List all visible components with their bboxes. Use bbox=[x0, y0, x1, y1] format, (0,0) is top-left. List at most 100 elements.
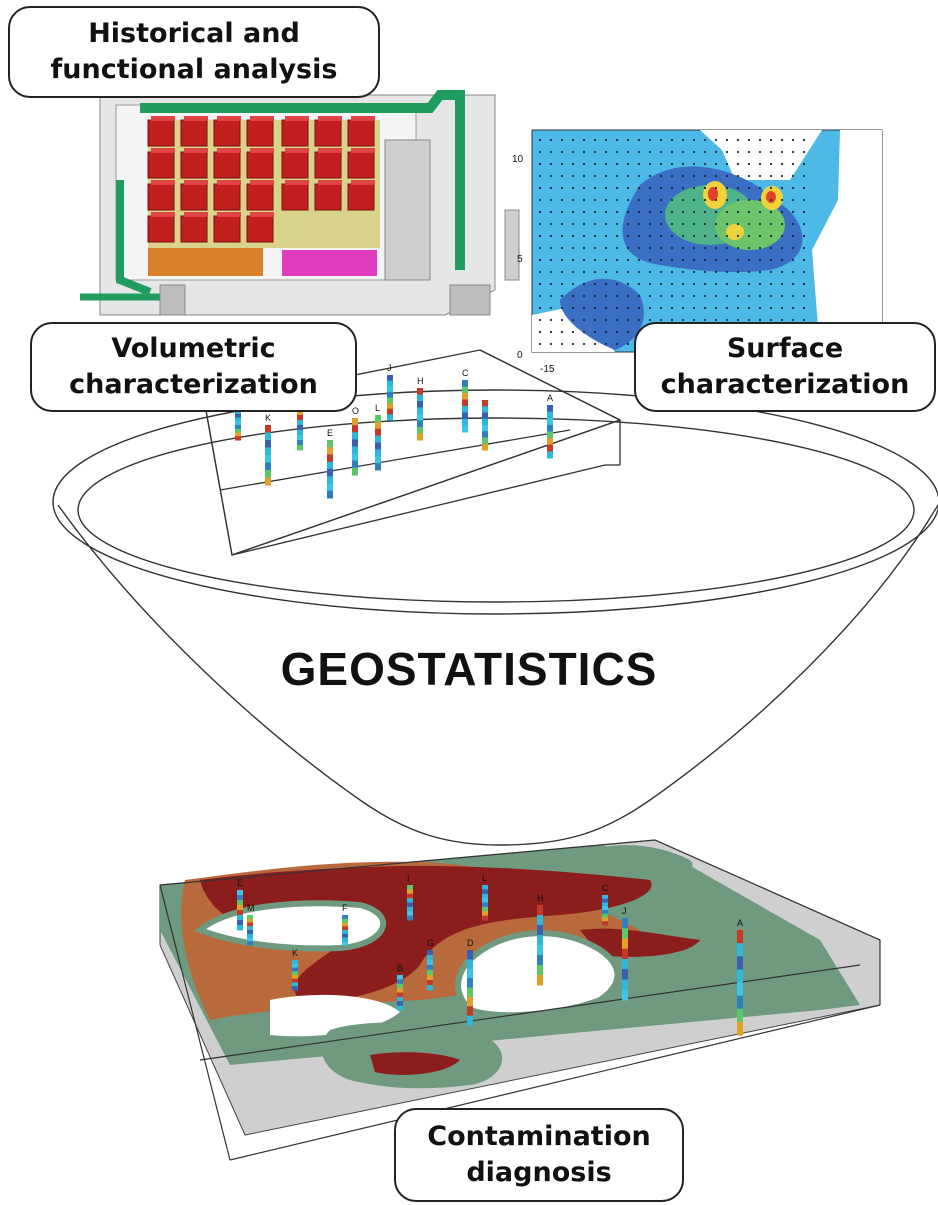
measurement-dot bbox=[648, 174, 652, 178]
measurement-dot bbox=[615, 246, 619, 250]
container-block bbox=[246, 119, 274, 147]
measurement-dot bbox=[538, 234, 542, 238]
measurement-dot bbox=[670, 246, 674, 250]
measurement-dot bbox=[637, 318, 641, 322]
measurement-dot bbox=[549, 234, 553, 238]
measurement-dot bbox=[549, 318, 553, 322]
borehole-segment bbox=[462, 412, 468, 420]
measurement-dot bbox=[670, 294, 674, 298]
measurement-dot bbox=[769, 186, 773, 190]
borehole-segment bbox=[237, 910, 243, 916]
borehole-segment bbox=[537, 955, 543, 966]
measurement-dot bbox=[714, 174, 718, 178]
measurement-dot bbox=[681, 210, 685, 214]
funnel-rim-inner bbox=[77, 417, 915, 603]
measurement-dot bbox=[692, 174, 696, 178]
measurement-dot bbox=[747, 198, 751, 202]
borehole-segment bbox=[482, 915, 488, 921]
measurement-dot bbox=[769, 306, 773, 310]
measurement-dot bbox=[626, 186, 630, 190]
measurement-dot bbox=[681, 234, 685, 238]
measurement-dot bbox=[615, 150, 619, 154]
measurement-dot bbox=[802, 186, 806, 190]
measurement-dot bbox=[582, 234, 586, 238]
borehole-segment bbox=[247, 926, 253, 931]
borehole-segment bbox=[327, 447, 333, 455]
measurement-dot bbox=[736, 210, 740, 214]
container-block bbox=[314, 183, 342, 211]
measurement-dot bbox=[626, 282, 630, 286]
measurement-dot bbox=[626, 174, 630, 178]
borehole-segment bbox=[537, 965, 543, 976]
measurement-dot bbox=[747, 258, 751, 262]
container-block bbox=[347, 183, 375, 211]
borehole-segment bbox=[265, 440, 271, 448]
measurement-dot bbox=[648, 162, 652, 166]
measurement-dot bbox=[780, 198, 784, 202]
measurement-dot bbox=[802, 138, 806, 142]
measurement-dot bbox=[692, 234, 696, 238]
borehole-segment bbox=[297, 445, 303, 451]
borehole-segment bbox=[417, 388, 423, 395]
measurement-dot bbox=[538, 150, 542, 154]
measurement-dot bbox=[604, 234, 608, 238]
measurement-dot bbox=[802, 318, 806, 322]
borehole-segment bbox=[427, 970, 433, 976]
measurement-dot bbox=[703, 138, 707, 142]
measurement-dot bbox=[780, 162, 784, 166]
borehole-segment bbox=[292, 975, 298, 980]
borehole: J bbox=[622, 906, 628, 1001]
measurement-dot bbox=[593, 246, 597, 250]
measurement-dot bbox=[703, 294, 707, 298]
measurement-dot bbox=[758, 198, 762, 202]
borehole: C bbox=[462, 368, 469, 433]
borehole-segment bbox=[375, 415, 381, 423]
measurement-dot bbox=[604, 210, 608, 214]
measurement-dot bbox=[670, 234, 674, 238]
borehole-segment bbox=[265, 470, 271, 478]
measurement-dot bbox=[780, 258, 784, 262]
measurement-dot bbox=[758, 318, 762, 322]
measurement-dot bbox=[681, 174, 685, 178]
borehole-segment bbox=[342, 926, 348, 931]
measurement-dot bbox=[791, 186, 795, 190]
measurement-dot bbox=[582, 318, 586, 322]
measurement-dot bbox=[626, 258, 630, 262]
measurement-dot bbox=[725, 138, 729, 142]
measurement-dot bbox=[791, 210, 795, 214]
borehole-segment bbox=[407, 915, 413, 921]
measurement-dot bbox=[747, 162, 751, 166]
measurement-dot bbox=[802, 270, 806, 274]
borehole: L bbox=[482, 873, 488, 921]
borehole-segment bbox=[407, 898, 413, 903]
container-block bbox=[314, 151, 342, 179]
measurement-dot bbox=[747, 294, 751, 298]
borehole: K bbox=[265, 413, 271, 486]
borehole-segment bbox=[237, 900, 243, 906]
borehole-segment bbox=[737, 969, 743, 983]
borehole-segment bbox=[352, 418, 358, 426]
measurement-dot bbox=[714, 198, 718, 202]
measurement-dot bbox=[637, 282, 641, 286]
measurement-dot bbox=[648, 306, 652, 310]
borehole-segment bbox=[397, 992, 403, 998]
measurement-dot bbox=[692, 210, 696, 214]
measurement-dot bbox=[681, 318, 685, 322]
borehole-segment bbox=[247, 915, 253, 920]
measurement-dot bbox=[736, 306, 740, 310]
borehole-segment bbox=[375, 449, 381, 457]
measurement-dot bbox=[582, 330, 586, 334]
borehole-segment bbox=[352, 453, 358, 462]
measurement-dot bbox=[571, 330, 575, 334]
borehole-segment bbox=[417, 394, 423, 402]
measurement-dot bbox=[593, 210, 597, 214]
borehole-segment bbox=[407, 906, 413, 912]
measurement-dot bbox=[758, 186, 762, 190]
measurement-dot bbox=[648, 258, 652, 262]
measurement-dot bbox=[571, 150, 575, 154]
measurement-dot bbox=[791, 258, 795, 262]
container-top bbox=[217, 180, 241, 185]
measurement-dot bbox=[626, 150, 630, 154]
measurement-dot bbox=[648, 150, 652, 154]
borehole-segment bbox=[482, 425, 488, 432]
